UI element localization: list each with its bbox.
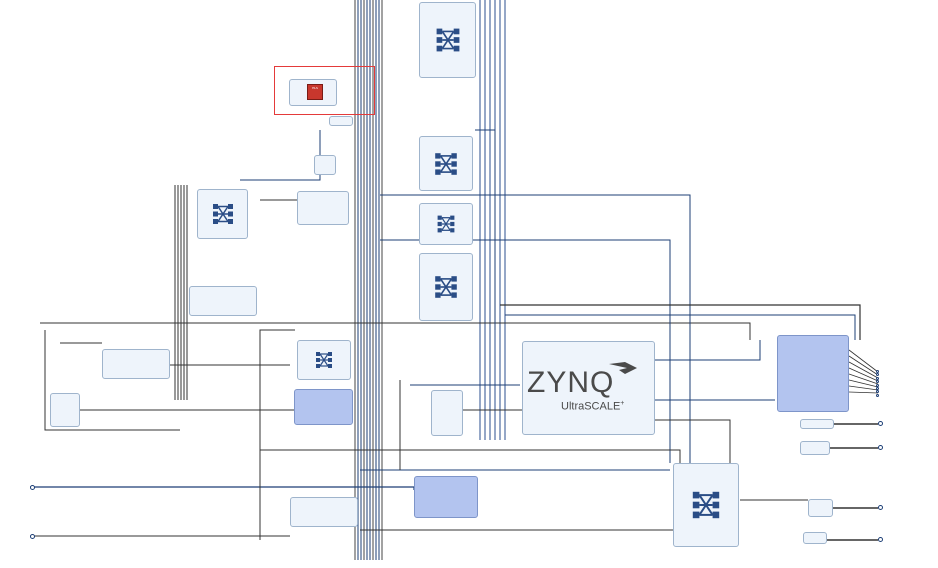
wire-zynq-out[interactable] bbox=[655, 340, 761, 361]
proc-sys-reset-c[interactable] bbox=[290, 497, 358, 527]
axi-interconnect-bottom[interactable] bbox=[673, 463, 739, 547]
reset-input-port[interactable] bbox=[30, 534, 35, 539]
gpio-block[interactable] bbox=[297, 191, 349, 225]
small-block-b[interactable] bbox=[314, 155, 336, 175]
wire-horizontal[interactable] bbox=[44, 330, 180, 431]
clk-wiz-block[interactable] bbox=[50, 393, 80, 427]
display-output-port[interactable] bbox=[876, 387, 879, 390]
clock-input-port[interactable] bbox=[30, 485, 35, 490]
output-port-1[interactable] bbox=[878, 421, 883, 426]
axi-interconnect-3[interactable] bbox=[419, 203, 473, 245]
display-output-port[interactable] bbox=[876, 393, 879, 397]
small-const-block-a[interactable] bbox=[329, 116, 353, 126]
wire-display-port[interactable] bbox=[848, 373, 879, 385]
wire-display-port[interactable] bbox=[848, 367, 879, 382]
wire-zynq-out[interactable] bbox=[655, 419, 731, 465]
output-port-3[interactable] bbox=[878, 505, 883, 510]
display-output-port[interactable] bbox=[876, 380, 879, 384]
axi-interconnect-4[interactable] bbox=[419, 253, 473, 321]
dark-ip-block-left[interactable] bbox=[294, 389, 353, 425]
wire-display-port[interactable] bbox=[848, 379, 879, 388]
wire-horizontal[interactable] bbox=[259, 329, 295, 540]
crossbar-icon bbox=[435, 276, 457, 298]
crossbar-icon bbox=[435, 152, 457, 175]
wire-long[interactable] bbox=[380, 239, 671, 463]
zynq-logo-sub: UltraSCALE+ bbox=[561, 400, 625, 413]
crossbar-icon bbox=[692, 491, 720, 519]
hls-icon: HLS bbox=[307, 84, 323, 100]
crossbar-icon bbox=[316, 352, 332, 368]
proc-sys-reset-a[interactable] bbox=[189, 286, 257, 316]
wire-display-port[interactable] bbox=[848, 349, 879, 373]
axi-interconnect-left[interactable] bbox=[197, 189, 248, 239]
concat-block[interactable] bbox=[431, 390, 463, 436]
hls-ip-block[interactable]: HLS bbox=[289, 79, 337, 106]
wire-display-port[interactable] bbox=[848, 391, 879, 394]
axi-interconnect-2[interactable] bbox=[419, 136, 473, 191]
output-port-4[interactable] bbox=[878, 537, 883, 542]
wire-display-bus[interactable] bbox=[505, 314, 856, 340]
wire-display-port[interactable] bbox=[848, 361, 879, 379]
dark-ip-block-bottom[interactable] bbox=[414, 476, 478, 518]
zynq-chevron-icon bbox=[609, 362, 637, 374]
wire-horizontal[interactable] bbox=[260, 449, 681, 470]
zynq-logo-plus: + bbox=[620, 400, 625, 407]
proc-sys-reset-b[interactable] bbox=[102, 349, 170, 379]
const-block-2[interactable] bbox=[800, 441, 830, 455]
crossbar-icon bbox=[436, 28, 459, 52]
display-output-port[interactable] bbox=[876, 390, 879, 394]
wire-clock-input[interactable] bbox=[30, 486, 415, 490]
wire-horizontal[interactable] bbox=[240, 130, 321, 181]
wire-long[interactable] bbox=[380, 194, 691, 463]
axi-interconnect-5[interactable] bbox=[297, 340, 351, 380]
axi-interconnect-top[interactable] bbox=[419, 2, 476, 78]
crossbar-icon bbox=[437, 215, 455, 233]
display-output-port[interactable] bbox=[876, 376, 879, 380]
display-output-port[interactable] bbox=[876, 370, 879, 373]
small-block-right[interactable] bbox=[808, 499, 833, 517]
wire-right[interactable] bbox=[475, 129, 496, 330]
output-port-2[interactable] bbox=[878, 445, 883, 450]
wire-display-port[interactable] bbox=[848, 385, 879, 391]
small-block-right-2[interactable] bbox=[803, 532, 827, 544]
display-subsystem[interactable] bbox=[777, 335, 849, 412]
wire-display-port[interactable] bbox=[848, 355, 879, 376]
display-output-port[interactable] bbox=[876, 373, 879, 377]
zynq-logo-main: ZYNQ bbox=[527, 366, 615, 399]
display-output-port[interactable] bbox=[876, 383, 879, 387]
wire-display-bus[interactable] bbox=[500, 304, 861, 340]
crossbar-icon bbox=[212, 204, 233, 224]
wire-horizontal[interactable] bbox=[40, 322, 751, 340]
const-block-1[interactable] bbox=[800, 419, 834, 429]
selection-highlight bbox=[274, 66, 375, 115]
